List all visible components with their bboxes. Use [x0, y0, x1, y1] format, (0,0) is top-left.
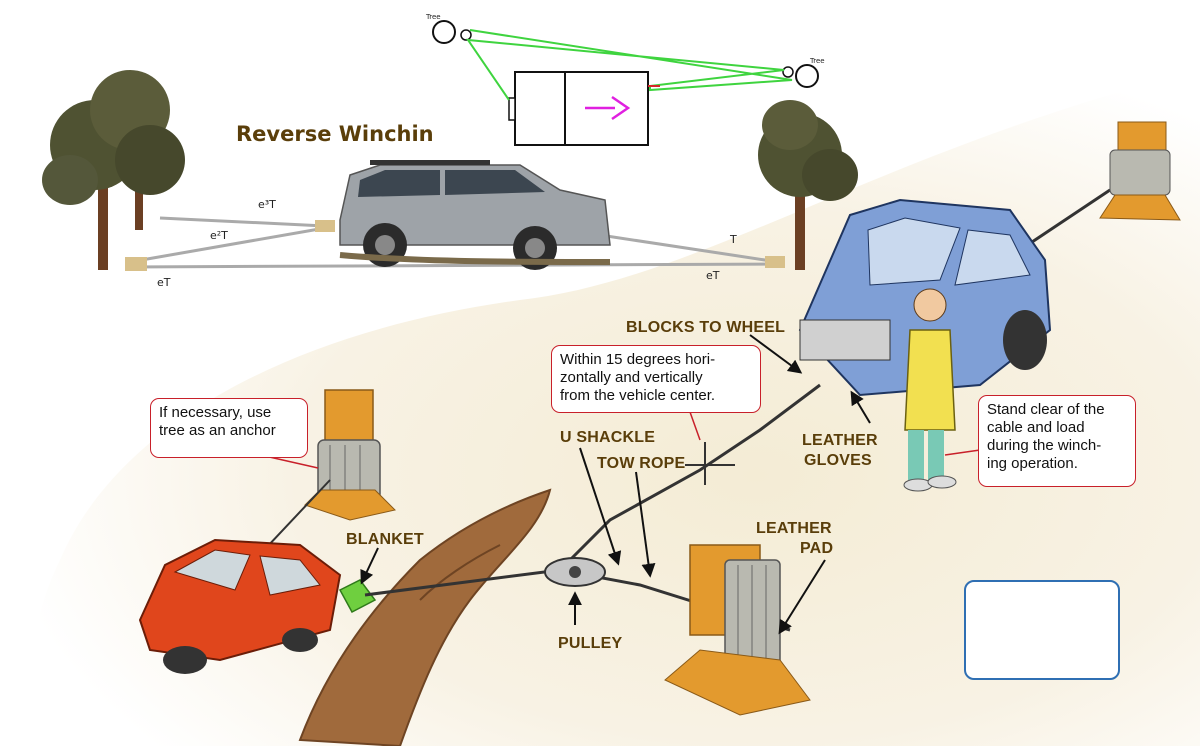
distant-stump-icon [1099, 121, 1181, 221]
stand-clear-line-1: Stand clear of the [987, 401, 1105, 418]
anchor-callout: If necessary, use tree as an anchor [150, 398, 308, 458]
operator-person-icon [903, 288, 957, 492]
leather-pad-label-2: PAD [800, 540, 834, 557]
leather-gloves-label-1: LEATHER [802, 432, 878, 449]
leather-gloves-label-2: GLOVES [804, 452, 872, 469]
pulley-left-symbol [460, 29, 472, 41]
reverse-winch-photo [42, 70, 858, 271]
direction-arrow-icon [585, 95, 631, 121]
angle-callout: Within 15 degrees hori- zontally and ver… [551, 345, 761, 413]
pulley-icon [544, 557, 606, 587]
leather-pad-label-1: LEATHER [756, 520, 832, 537]
tree-right-label: Tree [810, 57, 825, 65]
tension-label-3: eT [157, 276, 171, 289]
tension-label-2: e²T [210, 229, 228, 242]
pulley-right-symbol [782, 66, 794, 78]
angle-callout-line-2: zontally and vertically [560, 369, 703, 386]
anchor-stump-icon [304, 389, 396, 521]
pointer-arrows [360, 334, 871, 635]
shackle-legend-box [964, 580, 1120, 680]
stand-clear-line-2: cable and load [987, 419, 1085, 436]
stand-clear-callout: Stand clear of the cable and load during… [978, 395, 1136, 487]
tree-left-symbol [432, 20, 456, 44]
stuck-car-icon [138, 479, 342, 674]
tension-label-5: eT [706, 269, 720, 282]
top-schematic [432, 20, 819, 146]
diagram-title: Reverse Winchin [236, 122, 434, 146]
pulley-label: PULLEY [558, 635, 623, 652]
stand-clear-line-4: ing operation. [987, 455, 1078, 472]
blanket-label: BLANKET [346, 531, 424, 548]
angle-marker-icon [685, 442, 735, 485]
blocks-to-wheel-label: BLOCKS TO WHEEL [626, 319, 786, 336]
suv-photo-icon [339, 160, 611, 270]
tension-label-4: T [730, 233, 737, 246]
leather-pad-stump-icon [664, 544, 811, 716]
blanket-icon [338, 579, 377, 614]
tension-label-1: e³T [258, 198, 276, 211]
tow-rope-label: TOW ROPE [597, 455, 686, 472]
tree-left-label: Tree [426, 13, 441, 21]
tree-right-icon [758, 100, 858, 270]
ditch-icon [298, 488, 552, 748]
tree-left-icon [42, 70, 185, 270]
u-shackle-label: U SHACKLE [560, 429, 656, 446]
angle-callout-line-1: Within 15 degrees hori- [560, 351, 716, 368]
tree-right-symbol [795, 64, 819, 88]
anchor-callout-line-1: If necessary, use [159, 404, 272, 421]
angle-callout-line-3: from the vehicle center. [560, 387, 716, 404]
anchor-callout-line-2: tree as an anchor [159, 422, 276, 439]
stand-clear-line-3: during the winch- [987, 437, 1102, 454]
